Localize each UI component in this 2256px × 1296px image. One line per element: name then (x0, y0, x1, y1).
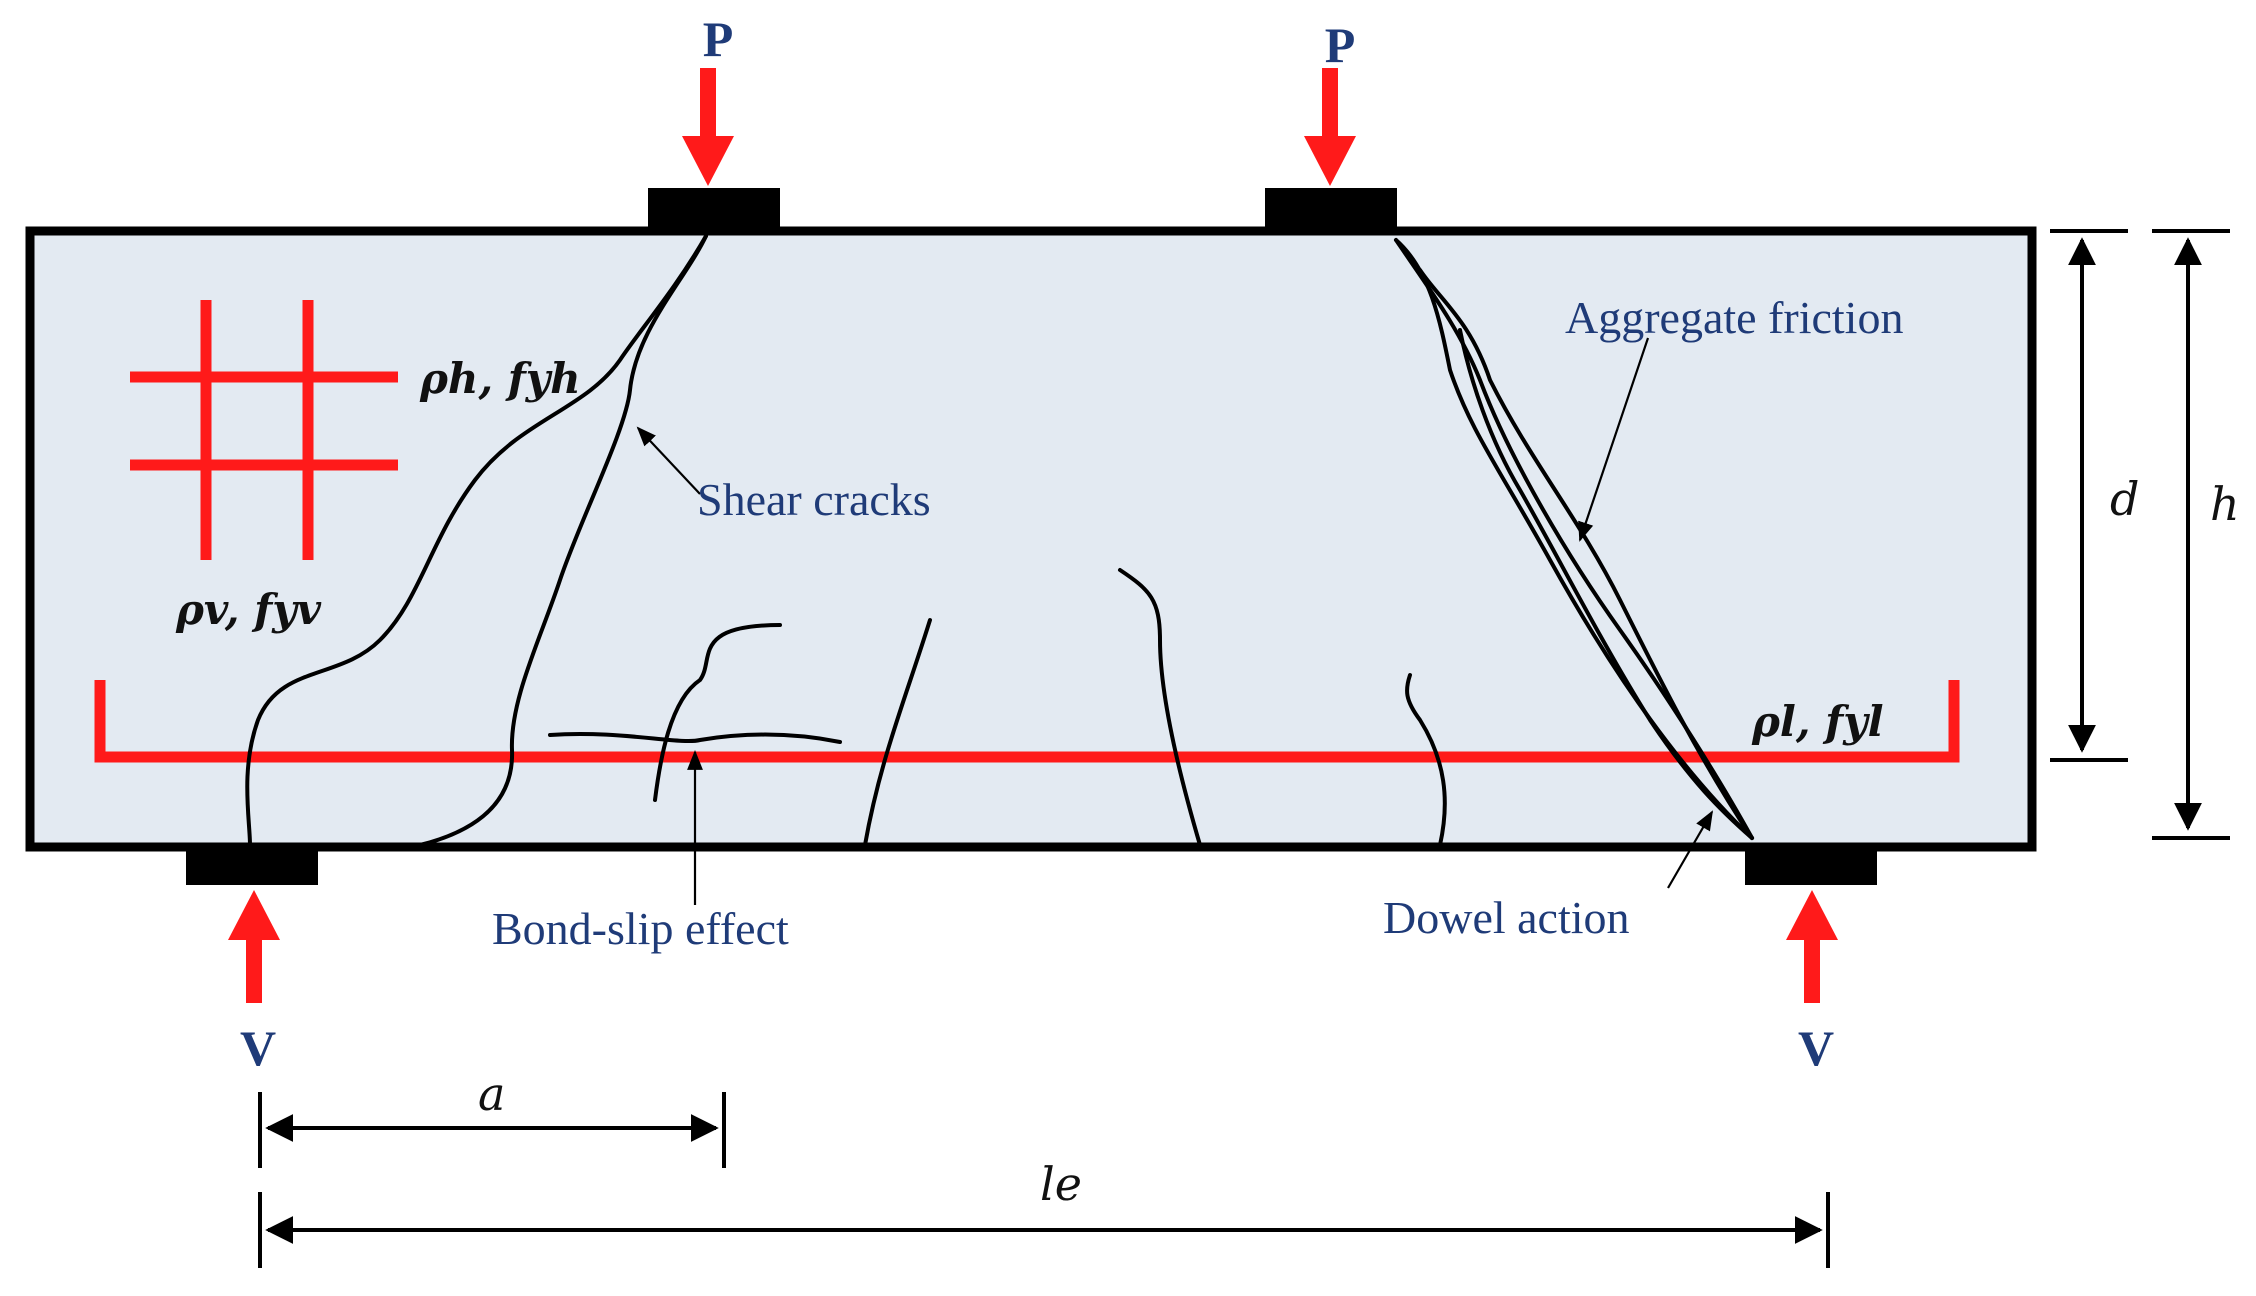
reaction-arrow-right (1786, 890, 1838, 1003)
dowel-action-label: Dowel action (1383, 892, 1630, 943)
load-arrow-right (1304, 68, 1356, 186)
web-reinforcement-grid (130, 300, 398, 560)
load-plate-left (648, 188, 780, 232)
load-label-right: P (1325, 17, 1356, 73)
support-plate-left (186, 847, 318, 885)
shear-cracks-label: Shear cracks (697, 474, 931, 525)
load-plate-right (1265, 188, 1397, 232)
cracks (245, 234, 1754, 847)
aggregate-friction-label: Aggregate friction (1565, 292, 1903, 343)
load-label-left: P (703, 11, 734, 67)
bond-slip-label: Bond-slip effect (492, 903, 789, 954)
horizontal-reinforcement-symbol: ρh, fyh (419, 354, 581, 403)
support-plate-right (1745, 847, 1877, 885)
dimension-h-label: h (2210, 477, 2240, 531)
vertical-reinforcement-symbol: ρv, fyv (175, 585, 322, 634)
dimension-lines (258, 229, 2230, 1268)
load-arrow-left (682, 68, 734, 186)
longitudinal-reinforcement (94, 680, 1960, 763)
dimension-le-label: le (1040, 1157, 1082, 1211)
reaction-label-left: V (240, 1020, 276, 1076)
leader-lines (636, 337, 1713, 905)
dimension-a-label: a (478, 1067, 505, 1121)
reaction-arrow-left (228, 890, 280, 1003)
dimension-d-label: d (2110, 472, 2139, 526)
reaction-label-right: V (1798, 1020, 1834, 1076)
longitudinal-reinforcement-symbol: ρl, fyl (1751, 697, 1884, 746)
